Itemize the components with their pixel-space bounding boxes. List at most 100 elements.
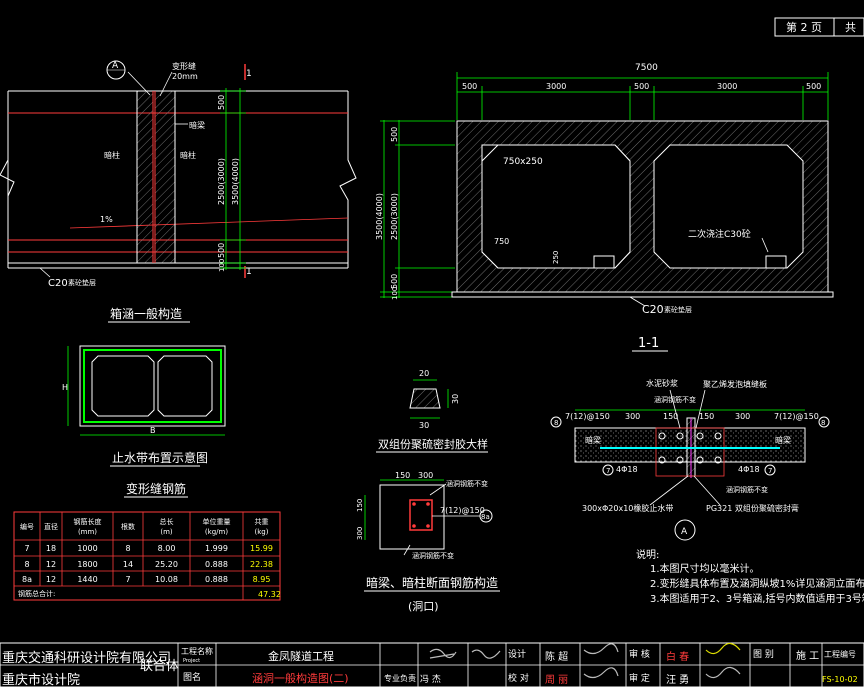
table-cell: 0.888 <box>205 575 228 584</box>
dim-top-500-left: 500 <box>462 82 477 91</box>
detail-dark-beam-right: 暗梁 <box>775 435 791 445</box>
table-header-cell: (mm) <box>78 528 97 536</box>
table-cell: 14 <box>123 560 133 569</box>
detail-rebar-712-left: 7(12)@150 <box>565 412 610 421</box>
table-cell: 25.20 <box>155 560 178 569</box>
dim-500-a: 500 <box>217 95 226 110</box>
sheet-number: FS-10-02 <box>822 675 858 684</box>
beam-rebar-note-bottom: 涵洞钢筋不变 <box>412 551 454 560</box>
table-cell: 7 <box>24 544 29 553</box>
cushion-suffix-left: 素砼垫层 <box>68 278 96 287</box>
design-label: 设计 <box>508 648 526 660</box>
detail-dim-300-left: 300 <box>625 412 640 421</box>
checker-name: 周 丽 <box>545 674 568 686</box>
table-cell: 1440 <box>77 575 97 584</box>
approve-label: 审 定 <box>629 672 650 684</box>
sec-dim-2500-3000: 2500(3000) <box>390 193 399 240</box>
beam-dim-300: 300 <box>418 471 433 480</box>
signature-5 <box>583 667 619 679</box>
cross-section-1-1: 7500 500 3000 500 3000 500 3500(4000) 50… <box>375 63 834 316</box>
seal-dim-30-bottom: 30 <box>419 421 429 430</box>
table-cell: 0.888 <box>205 560 228 569</box>
table-header-cell: (kg/m) <box>205 528 228 536</box>
table-cell: 12 <box>46 560 56 569</box>
dim-750: 750 <box>494 237 509 246</box>
section-mark-bottom: 1 <box>246 267 252 277</box>
dim-top-500-mid: 500 <box>634 82 649 91</box>
beam-rebar-note-top: 涵洞钢筋不变 <box>446 479 488 488</box>
detail-rebar-712-right: 7(12)@150 <box>774 412 819 421</box>
cushion-label-left: C20 <box>48 278 68 289</box>
project-label-en: Project <box>183 658 200 664</box>
joint-width-label: 20mm <box>172 72 198 81</box>
table-cell: 8a <box>22 575 32 584</box>
table-header-cell: 钢筋长度 <box>74 517 102 526</box>
polyethylene-label: 聚乙烯发泡填缝板 <box>703 379 767 389</box>
signature-1 <box>429 648 457 659</box>
caption-seal: 双组份聚硫密封胶大样 <box>378 437 488 451</box>
label-B: B <box>150 426 156 435</box>
table-cell: 12 <box>46 575 56 584</box>
detail-marker-A: A <box>681 527 688 537</box>
sec-dim-500-top: 500 <box>390 127 399 142</box>
cement-mortar-label: 水泥砂浆 <box>646 378 678 388</box>
dim-top-500-right: 500 <box>806 82 821 91</box>
dim-7500: 7500 <box>635 63 658 73</box>
sec-dim-100: 100 <box>391 287 399 300</box>
dark-column-right-label: 暗柱 <box>180 150 196 160</box>
drawing-name: 涵洞一般构造图(二) <box>252 671 349 685</box>
dim-250: 250 <box>552 251 560 264</box>
table-header-cell: (m) <box>160 528 173 536</box>
table-cell: 1800 <box>77 560 97 569</box>
caption-beam: 暗梁、暗柱断面钢筋构造 <box>366 575 498 590</box>
seal-dim-30-side: 30 <box>451 394 460 404</box>
haunch-label: 750x250 <box>503 157 543 167</box>
table-header-cell: 编号 <box>20 522 34 531</box>
company-name-2: 重庆市设计院 <box>2 672 80 687</box>
major-label: 专业负责 <box>384 673 416 683</box>
beam-dim-150: 150 <box>395 471 410 480</box>
table-header-cell: 直径 <box>44 522 58 531</box>
detail-rebar-418-right: 4Φ18 <box>738 465 760 474</box>
table-cell: 1.999 <box>205 544 228 553</box>
drawing-label: 图名 <box>183 671 201 683</box>
signature-2 <box>471 649 501 659</box>
dim-100: 100 <box>218 259 226 272</box>
note-2: 2.变形缝具体布置及涵洞纵坡1%详见涵洞立面布置图。 <box>650 577 864 590</box>
detail-dim-150-right: 150 <box>699 412 714 421</box>
signature-4 <box>705 642 741 655</box>
beam-rebar-712: 7(12)@150 <box>440 506 485 515</box>
beam-column-section: 150 300 150 300 涵洞钢筋不变 7(12)@150 8a 涵洞钢筋… <box>356 471 493 560</box>
sheet-counter: 第 2 页 共 <box>774 17 864 37</box>
company-name: 重庆交通科研设计院有限公司 <box>2 650 171 666</box>
detail-marker-7-left: 7 <box>606 467 610 475</box>
pg321-label: PG321 双组份聚硫密封膏 <box>706 503 799 513</box>
joint-venture: 联合体 <box>140 659 179 674</box>
sec-dim-3500-4000: 3500(4000) <box>375 193 384 240</box>
designer-name: 陈 超 <box>545 650 568 663</box>
waterstop-size-label: 300xΦ20x10橡胶止水带 <box>582 503 673 513</box>
section-marker: A <box>112 61 119 71</box>
cushion-label-section: C20 <box>642 303 664 316</box>
project-label: 工程名称 <box>181 646 213 656</box>
detail-dim-150-left: 150 <box>663 412 678 421</box>
elevation-view: A 500 2500(3000) 3500(4000) 500 100 变形缝 … <box>0 60 357 289</box>
detail-marker-8-left: 8 <box>554 419 558 427</box>
detail-marker-8-right: 8 <box>821 419 825 427</box>
dim-top-3000-left: 3000 <box>546 82 566 91</box>
cushion-suffix-section: 素砼垫层 <box>664 305 692 314</box>
detail-rebar-418-left: 4Φ18 <box>616 465 638 474</box>
major-name: 冯 杰 <box>420 673 441 685</box>
note-1: 1.本图尺寸均以毫米计。 <box>650 562 760 575</box>
sec-dim-500-bottom: 500 <box>390 274 399 289</box>
label-H: H <box>62 383 68 392</box>
table-cell: 1000 <box>77 544 97 553</box>
secondary-concrete-label: 二次浇注C30砼 <box>688 228 751 240</box>
section-mark-top: 1 <box>246 69 252 79</box>
title-block: 重庆交通科研设计院有限公司 重庆市设计院 联合体 工程名称 Project 金凤… <box>0 642 864 687</box>
total-label: 共 <box>845 21 856 34</box>
table-header-cell: 总长 <box>160 517 174 526</box>
signature-6 <box>705 666 741 679</box>
